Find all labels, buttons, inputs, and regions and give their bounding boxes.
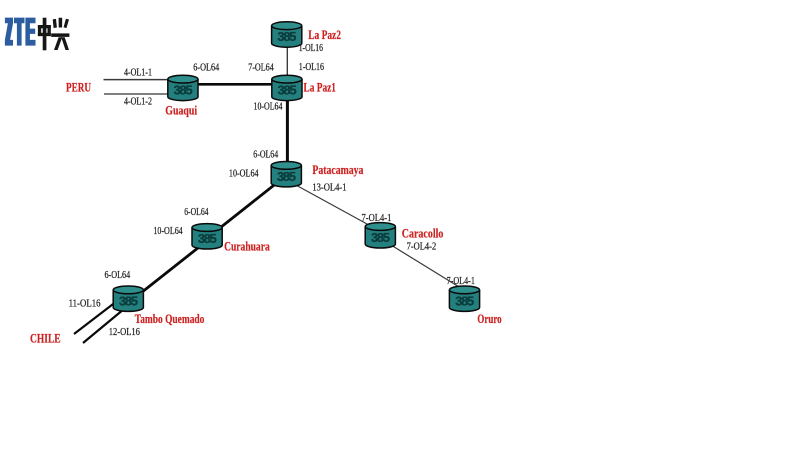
svg-text:7-OL4-1: 7-OL4-1 — [447, 275, 475, 286]
svg-text:6-OL64: 6-OL64 — [253, 149, 278, 160]
svg-text:385: 385 — [277, 29, 296, 44]
svg-text:Caracollo: Caracollo — [402, 227, 444, 240]
svg-text:Patacamaya: Patacamaya — [312, 164, 363, 177]
svg-text:La Paz2: La Paz2 — [308, 29, 341, 43]
svg-text:11-OL16: 11-OL16 — [69, 299, 101, 310]
svg-text:6-OL64: 6-OL64 — [105, 269, 131, 280]
svg-text:10-OL64: 10-OL64 — [153, 225, 183, 236]
svg-text:Guaqui: Guaqui — [165, 104, 197, 117]
svg-text:Tambo Quemado: Tambo Quemado — [135, 313, 205, 327]
svg-text:1-OL16: 1-OL16 — [299, 61, 325, 72]
svg-text:10-OL64: 10-OL64 — [229, 168, 259, 179]
svg-text:13-OL4-1: 13-OL4-1 — [312, 183, 346, 194]
svg-text:385: 385 — [174, 83, 193, 98]
svg-text:12-OL16: 12-OL16 — [109, 327, 141, 338]
svg-text:1-OL16: 1-OL16 — [299, 42, 324, 53]
svg-text:4-OL1-1: 4-OL1-1 — [124, 67, 152, 78]
svg-text:385: 385 — [455, 293, 474, 308]
svg-text:10-OL64: 10-OL64 — [254, 101, 283, 112]
svg-text:385: 385 — [277, 169, 296, 184]
svg-text:7-OL64: 7-OL64 — [248, 61, 274, 72]
svg-text:La Paz1: La Paz1 — [304, 81, 337, 95]
svg-text:PERU: PERU — [66, 81, 91, 95]
svg-text:6-OL64: 6-OL64 — [193, 62, 219, 73]
svg-text:CHILE: CHILE — [30, 332, 61, 346]
svg-text:7-OL4-2: 7-OL4-2 — [407, 242, 437, 253]
svg-text:385: 385 — [198, 231, 217, 246]
svg-text:385: 385 — [371, 230, 390, 245]
svg-text:4-OL1-2: 4-OL1-2 — [124, 95, 152, 106]
svg-text:7-OL4-1: 7-OL4-1 — [362, 213, 392, 224]
svg-text:385: 385 — [278, 83, 297, 98]
svg-text:Curahuara: Curahuara — [224, 240, 270, 254]
svg-text:6-OL64: 6-OL64 — [184, 206, 209, 217]
svg-text:Oruro: Oruro — [477, 313, 502, 327]
svg-text:385: 385 — [119, 293, 138, 308]
